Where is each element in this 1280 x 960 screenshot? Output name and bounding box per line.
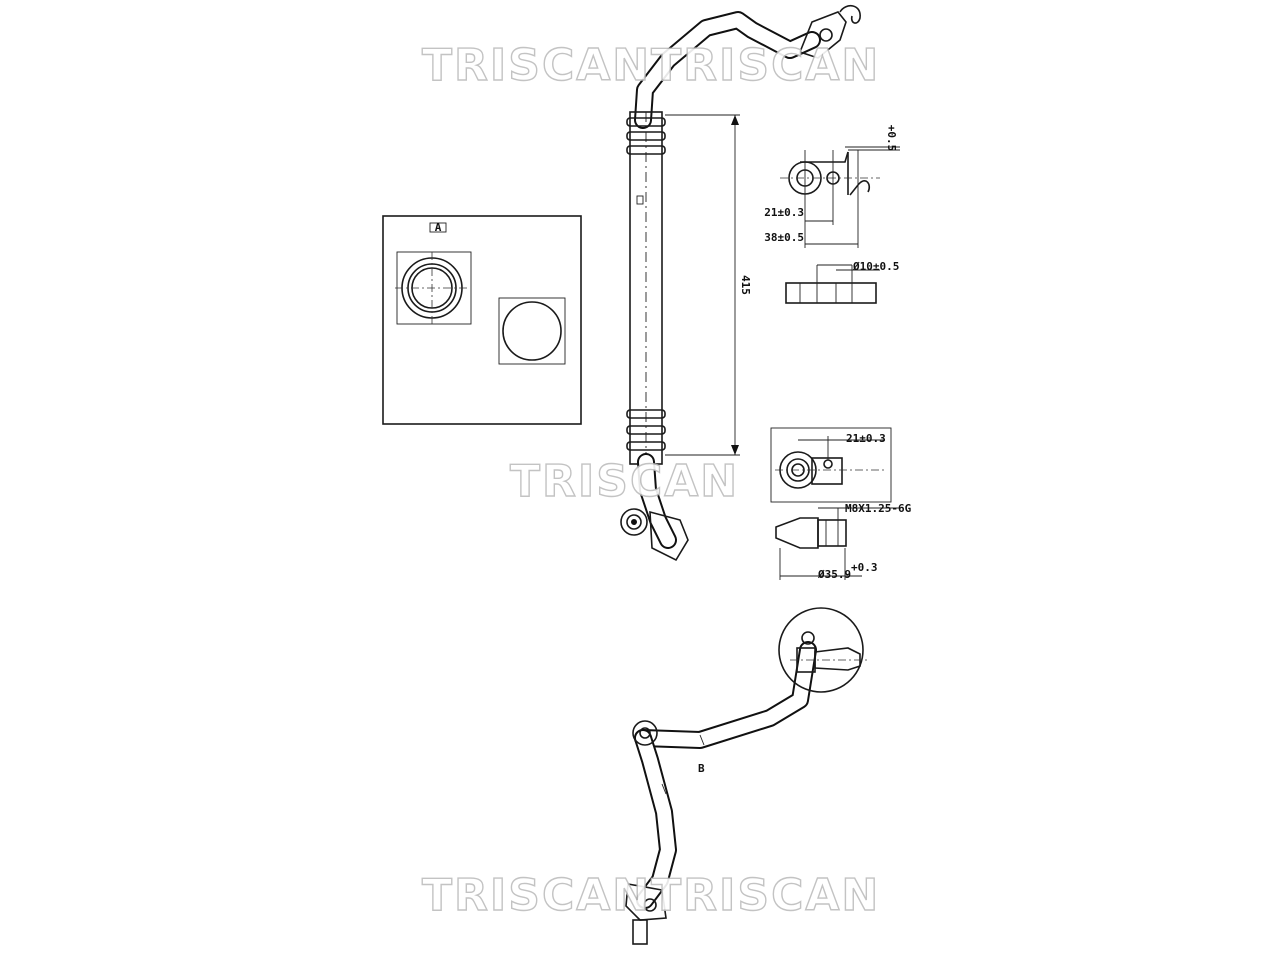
view-marker-label: A [435,221,442,234]
bracket-hook [839,5,861,24]
bore-strip [785,282,877,304]
watermark-middle: TRISCAN [510,456,739,507]
banjo-fitting [620,508,689,562]
banjo-detail: 21±0.3 M8X1.25-6G Ø35.9 +0.3 [770,427,912,581]
section-view: A [382,215,582,425]
banjo-diameter-label: Ø35.9 [817,568,851,581]
bracket-hole [819,28,833,42]
thread-label: M8X1.25-6G [845,502,912,515]
banjo-spacing-label: 21±0.3 [846,432,886,445]
bracket-plate [798,11,847,59]
hole-spacing-large-label: 38±0.5 [764,231,804,244]
bend-marker-label: B [698,762,705,775]
hole-spacing-small-label: 21±0.3 [764,206,804,219]
banjo-detail-frame [770,427,892,503]
pipe-length-label: 415 [739,275,752,295]
banjo-tolerance-label: +0.3 [851,561,878,574]
tolerance-top-label: +0.5 [885,125,898,152]
watermark-top: TRISCANTRISCAN [422,40,880,91]
solid-disc [502,301,562,361]
section-view-frame [382,215,582,425]
watermark-bottom: TRISCANTRISCAN [422,870,880,921]
end-fitting [625,883,667,921]
upper-pipe: 415 [620,5,861,562]
section-disc-frame [498,297,566,365]
lower-pipe: B [625,607,870,945]
magnified-detail-circle [778,607,864,693]
bore-diameter-label: Ø10±0.5 [852,260,899,273]
bracket-detail: 21±0.3 38±0.5 +0.5 Ø10±0.5 [764,125,900,304]
